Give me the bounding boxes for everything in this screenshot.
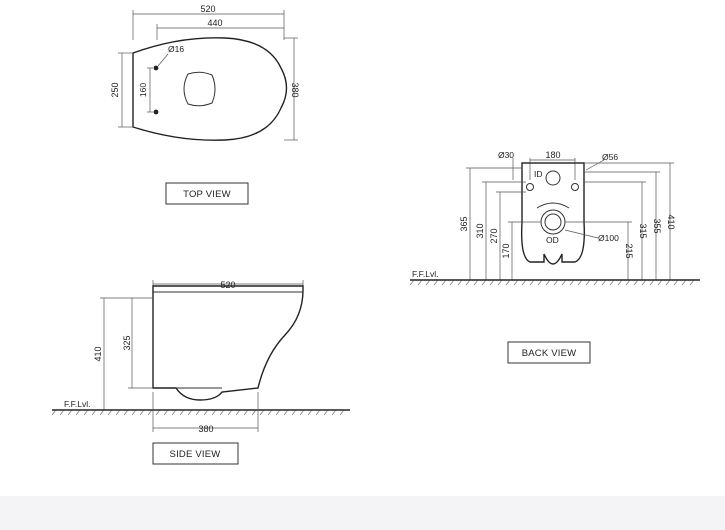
back-dim-180: 180 bbox=[545, 150, 560, 160]
side-dim-520: 520 bbox=[220, 280, 235, 290]
back-view-title: BACK VIEW bbox=[522, 348, 577, 359]
top-dim-hole-diameter: Ø16 bbox=[168, 44, 184, 54]
back-id-label: ID bbox=[534, 169, 543, 179]
back-inlet-circle bbox=[545, 170, 561, 186]
side-dim-410: 410 bbox=[93, 346, 103, 361]
side-dim-380: 380 bbox=[198, 424, 213, 434]
top-dim-440: 440 bbox=[207, 18, 222, 28]
back-dim-right-1: 215 bbox=[624, 243, 634, 258]
back-dim-left-3: 270 bbox=[489, 228, 499, 243]
top-dim-160: 160 bbox=[138, 83, 148, 97]
top-dim-250: 250 bbox=[110, 82, 120, 97]
back-small-hole-right bbox=[571, 183, 579, 191]
back-floor-label: F.F.Lvl. bbox=[412, 269, 438, 279]
back-small-hole-left bbox=[526, 183, 534, 191]
back-view-outline bbox=[520, 162, 585, 265]
back-dim-left-4: 170 bbox=[501, 243, 511, 258]
back-od-label: OD bbox=[546, 235, 559, 245]
back-dim-right-4: 410 bbox=[666, 214, 676, 229]
back-dim-inlet: Ø56 bbox=[602, 152, 618, 162]
bottom-strip bbox=[0, 496, 725, 530]
top-view: 520 440 Ø16 160 250 380 TOP VIEW bbox=[110, 4, 300, 205]
back-dim-right-3: 355 bbox=[652, 218, 662, 233]
back-view-title-box bbox=[507, 341, 591, 364]
back-view-floor-hatch bbox=[409, 279, 695, 286]
side-view: 520 410 325 F.F.Lvl bbox=[51, 280, 350, 465]
side-view-title-box bbox=[152, 442, 239, 465]
back-view: Ø30 180 Ø56 ID OD Ø100 365 310 270 170 bbox=[409, 150, 700, 364]
top-view-title: TOP VIEW bbox=[183, 189, 231, 200]
side-view-title: SIDE VIEW bbox=[170, 449, 221, 460]
top-dim-380: 380 bbox=[290, 82, 300, 97]
back-dim-right-2: 315 bbox=[638, 223, 648, 238]
back-dim-left-2: 310 bbox=[475, 223, 485, 238]
side-view-floor-hatch bbox=[51, 409, 345, 416]
top-view-title-box bbox=[165, 182, 249, 205]
fixing-hole-upper bbox=[153, 65, 159, 71]
top-dim-520: 520 bbox=[200, 4, 215, 14]
top-view-outline bbox=[132, 37, 288, 141]
back-dim-outlet: Ø100 bbox=[598, 233, 619, 243]
back-dim-left-1: 365 bbox=[459, 216, 469, 231]
back-outlet-inner bbox=[544, 213, 562, 231]
fixing-hole-lower bbox=[153, 109, 159, 115]
back-dim-small-hole: Ø30 bbox=[498, 150, 514, 160]
side-floor-label: F.F.Lvl. bbox=[64, 399, 90, 409]
side-view-outline bbox=[152, 285, 304, 401]
side-dim-325: 325 bbox=[122, 335, 132, 350]
top-view-bowl-opening bbox=[183, 71, 216, 107]
